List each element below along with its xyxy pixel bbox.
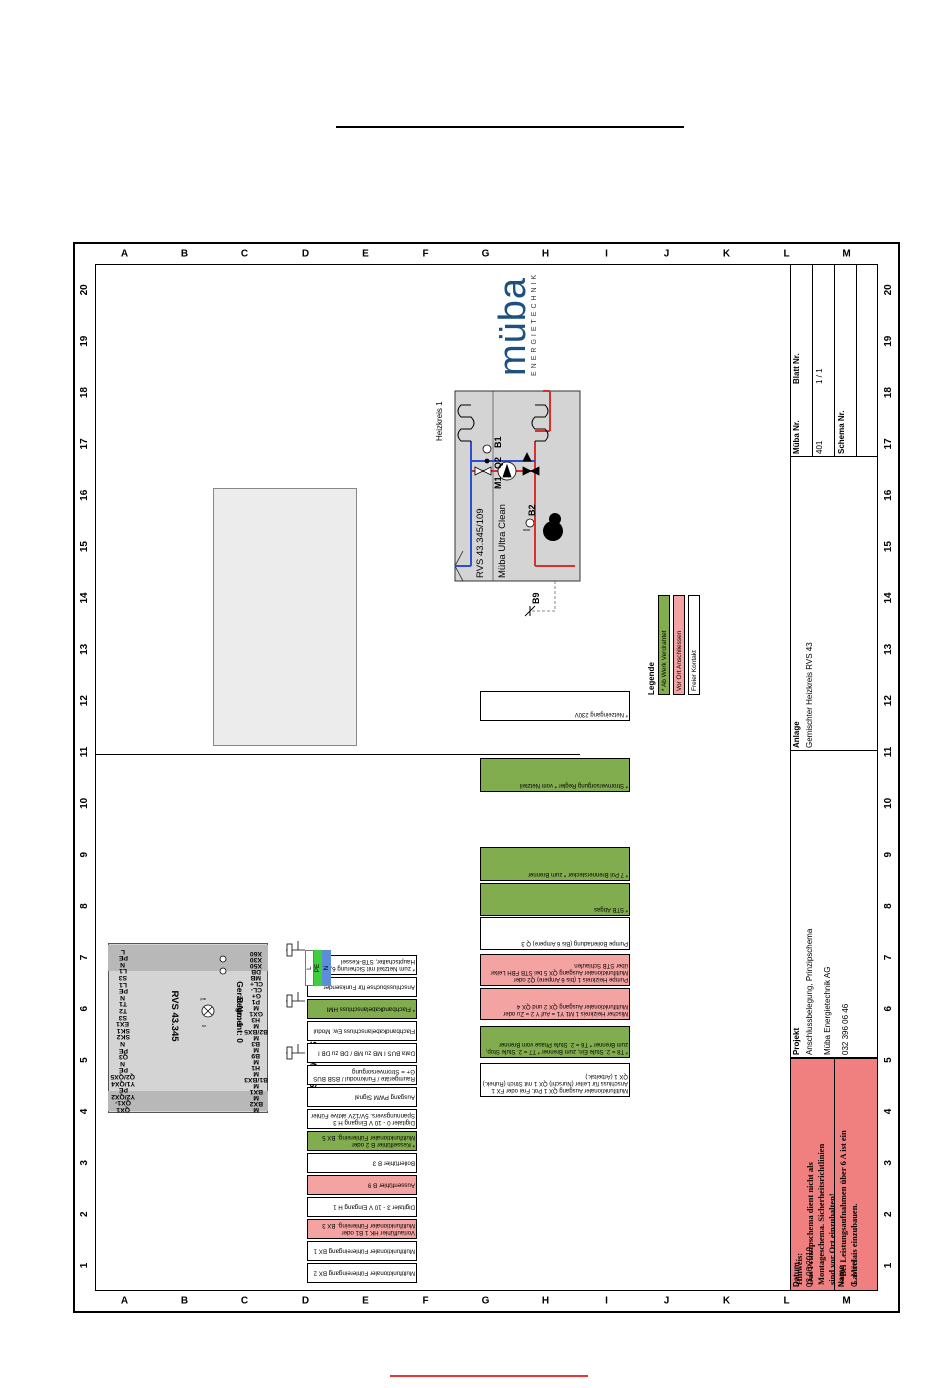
motor-auf: auf	[200, 997, 206, 1002]
label-b9: B9	[531, 592, 541, 604]
heating-coils	[457, 404, 549, 442]
circuit-label: Heizkreis 1	[435, 401, 444, 441]
blatt-label: Blatt Nr.	[792, 353, 801, 384]
name-label: Name	[837, 1265, 846, 1287]
schema-nr-label: Schema Nr.	[837, 410, 846, 454]
label-q2: Q2	[493, 456, 503, 469]
mueba-nr-value: 401	[815, 440, 824, 454]
label-b1: B1	[493, 436, 503, 448]
hydraulic-schematic	[454, 390, 581, 617]
label-m1: M1	[493, 476, 503, 489]
wiring-overlay: zu auf	[200, 941, 305, 1060]
pump-terminal-icon-2	[219, 967, 227, 975]
mueba-nr-label: Müba Nr.	[792, 420, 801, 454]
motor-zu: zu	[202, 1024, 206, 1029]
projekt-line-1: Anschlussbelegung, Prinzipschema	[805, 928, 814, 1055]
burner	[543, 521, 563, 541]
b1-sensor	[482, 444, 492, 454]
boiler-name: Müba Ultra Clean	[497, 504, 508, 578]
title-block	[790, 264, 878, 1291]
logo: müba ENERGIETECHNIK	[492, 271, 538, 376]
name-value: G. Möri	[850, 1260, 859, 1287]
blatt-value: 1 / 1	[815, 368, 824, 384]
footer-rule	[390, 1375, 588, 1377]
sensor-resistors	[286, 941, 305, 1060]
logo-sub: ENERGIETECHNIK	[531, 271, 538, 376]
projekt-label: Projekt	[792, 1027, 801, 1055]
anlage-label: Anlage	[792, 721, 801, 748]
boiler-model: RVS 43.345/109	[475, 508, 486, 578]
boiler-box	[454, 390, 581, 582]
anlage-value: Gemischter Heizkreis RVS 43	[805, 642, 814, 748]
projekt-line-2: Müba Energietechnik AG	[823, 966, 832, 1056]
datum-value: 03.06.2019	[805, 1246, 814, 1287]
pump-terminal-icon	[219, 955, 227, 963]
label-b2: B2	[527, 504, 537, 516]
projekt-line-3: 032 396 06 46	[841, 1003, 850, 1055]
logo-text: müba	[492, 276, 534, 376]
header-rule	[336, 126, 684, 128]
b2-sensor	[525, 518, 535, 528]
datum-label: Datum	[792, 1262, 801, 1287]
